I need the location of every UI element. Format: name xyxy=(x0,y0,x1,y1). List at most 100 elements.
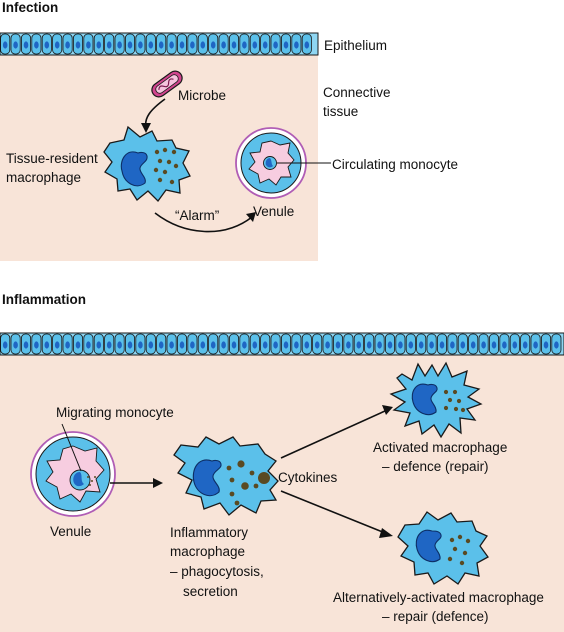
epithelial-nucleus xyxy=(179,41,185,49)
epithelial-nucleus xyxy=(117,341,122,349)
microbe-label: Microbe xyxy=(178,88,226,103)
epithelial-nucleus xyxy=(304,341,310,349)
migrating-monocyte-icon xyxy=(69,469,96,491)
inflammatory-macrophage-label-line3: – phagocytosis, xyxy=(170,564,264,579)
inflammatory-macrophage-label-line4: secretion xyxy=(183,584,238,599)
infection-panel: Infection Epithelium Connective tissue M… xyxy=(0,0,458,261)
tissue-resident-macrophage-icon xyxy=(103,125,191,202)
circulating-monocyte-label: Circulating monocyte xyxy=(332,157,458,172)
epithelial-nucleus xyxy=(502,341,507,349)
arrow-to-alternative xyxy=(280,490,386,534)
epithelial-nucleus xyxy=(2,341,8,349)
epithelial-nucleus xyxy=(242,341,247,349)
epithelial-nucleus xyxy=(44,341,50,349)
connective-tissue-label-line2: tissue xyxy=(323,104,358,119)
epithelial-nucleus xyxy=(231,41,237,49)
epithelial-nucleus xyxy=(96,341,102,349)
epithelial-nucleus xyxy=(221,341,226,349)
epithelial-nucleus xyxy=(106,41,112,49)
epithelial-nucleus xyxy=(96,41,102,49)
epithelial-nucleus xyxy=(273,41,278,49)
alarm-label: “Alarm” xyxy=(175,208,219,223)
activated-macrophage-icon xyxy=(389,361,483,439)
epithelial-nucleus xyxy=(179,341,185,349)
epithelial-nucleus xyxy=(335,341,341,349)
activated-macrophage-label-line2: – defence (repair) xyxy=(382,459,489,474)
microbe-icon xyxy=(151,70,183,98)
epithelial-nucleus xyxy=(554,341,559,349)
epithelial-nucleus xyxy=(158,341,164,349)
alternative-macrophage-label-line1: Alternatively-activated macrophage xyxy=(333,590,544,605)
granules xyxy=(443,389,466,413)
epithelium-layer xyxy=(0,32,319,56)
epithelial-nucleus xyxy=(460,341,466,349)
epithelial-nucleus xyxy=(158,41,164,49)
epithelial-nucleus xyxy=(44,41,50,49)
epithelial-nucleus xyxy=(429,341,434,349)
epithelial-nucleus xyxy=(543,341,549,349)
alternative-macrophage-label-line2: – repair (defence) xyxy=(382,609,489,624)
epithelial-nucleus xyxy=(200,341,206,349)
migrating-monocyte-label: Migrating monocyte xyxy=(56,405,174,420)
epithelial-nucleus xyxy=(138,41,143,49)
epithelial-nucleus xyxy=(314,341,320,349)
tissue-resident-macrophage-label-line2: macrophage xyxy=(6,170,81,185)
inflammatory-macrophage-label-line2: macrophage xyxy=(170,544,245,559)
tissue-resident-macrophage-label-line1: Tissue-resident xyxy=(6,151,98,166)
granules xyxy=(447,534,471,566)
infection-title: Infection xyxy=(2,0,58,15)
epithelial-nucleus xyxy=(54,41,60,49)
epithelial-nucleus xyxy=(210,341,216,349)
epithelial-nucleus xyxy=(65,41,70,49)
venule-icon xyxy=(30,431,116,517)
activated-macrophage-label-line1: Activated macrophage xyxy=(373,440,507,455)
epithelial-nucleus xyxy=(86,341,91,349)
epithelial-nucleus xyxy=(127,341,133,349)
epithelial-nucleus xyxy=(34,41,39,49)
arrowhead-icon xyxy=(246,212,256,222)
epithelial-nucleus xyxy=(148,41,154,49)
venule-label: Venule xyxy=(50,524,91,539)
epithelial-nucleus xyxy=(169,341,174,349)
inflammation-panel: Inflammation Migrating monocyte Venule xyxy=(0,292,564,632)
arrowhead-icon xyxy=(379,528,393,538)
epithelial-nucleus xyxy=(356,341,362,349)
epithelial-nucleus xyxy=(325,341,330,349)
epithelial-nucleus xyxy=(387,341,393,349)
granules xyxy=(153,147,179,185)
epithelial-nucleus xyxy=(533,341,538,349)
epithelium-label: Epithelium xyxy=(324,38,387,53)
epithelial-nucleus xyxy=(54,341,60,349)
epithelial-nucleus xyxy=(252,341,258,349)
epithelial-nucleus xyxy=(408,341,414,349)
epithelial-nucleus xyxy=(106,341,112,349)
granules xyxy=(226,460,270,506)
epithelial-nucleus xyxy=(491,341,497,349)
epithelial-nucleus xyxy=(346,341,351,349)
epithelial-nucleus xyxy=(169,41,174,49)
epithelial-nucleus xyxy=(13,41,18,49)
epithelial-nucleus xyxy=(221,41,226,49)
epithelial-nucleus xyxy=(148,341,154,349)
alarm-arrow xyxy=(154,212,253,233)
epithelial-nucleus xyxy=(117,41,122,49)
epithelial-nucleus xyxy=(283,41,289,49)
epithelial-nucleus xyxy=(512,341,518,349)
epithelial-nucleus xyxy=(23,341,29,349)
epithelial-nucleus xyxy=(252,41,258,49)
epithelial-nucleus xyxy=(34,341,39,349)
arrowhead-icon xyxy=(153,478,163,488)
epithelial-nucleus xyxy=(262,41,268,49)
epithelial-nucleus xyxy=(481,341,486,349)
epithelial-nucleus xyxy=(377,341,382,349)
epithelial-nucleus xyxy=(2,41,8,49)
epithelial-nucleus xyxy=(242,41,247,49)
epithelial-nucleus xyxy=(190,41,195,49)
epithelial-nucleus xyxy=(450,341,455,349)
epithelial-nucleus xyxy=(304,41,310,49)
epithelial-nucleus xyxy=(418,341,424,349)
epithelial-nucleus xyxy=(262,341,268,349)
cytokines-label: Cytokines xyxy=(278,470,338,485)
venule-label: Venule xyxy=(253,204,294,219)
